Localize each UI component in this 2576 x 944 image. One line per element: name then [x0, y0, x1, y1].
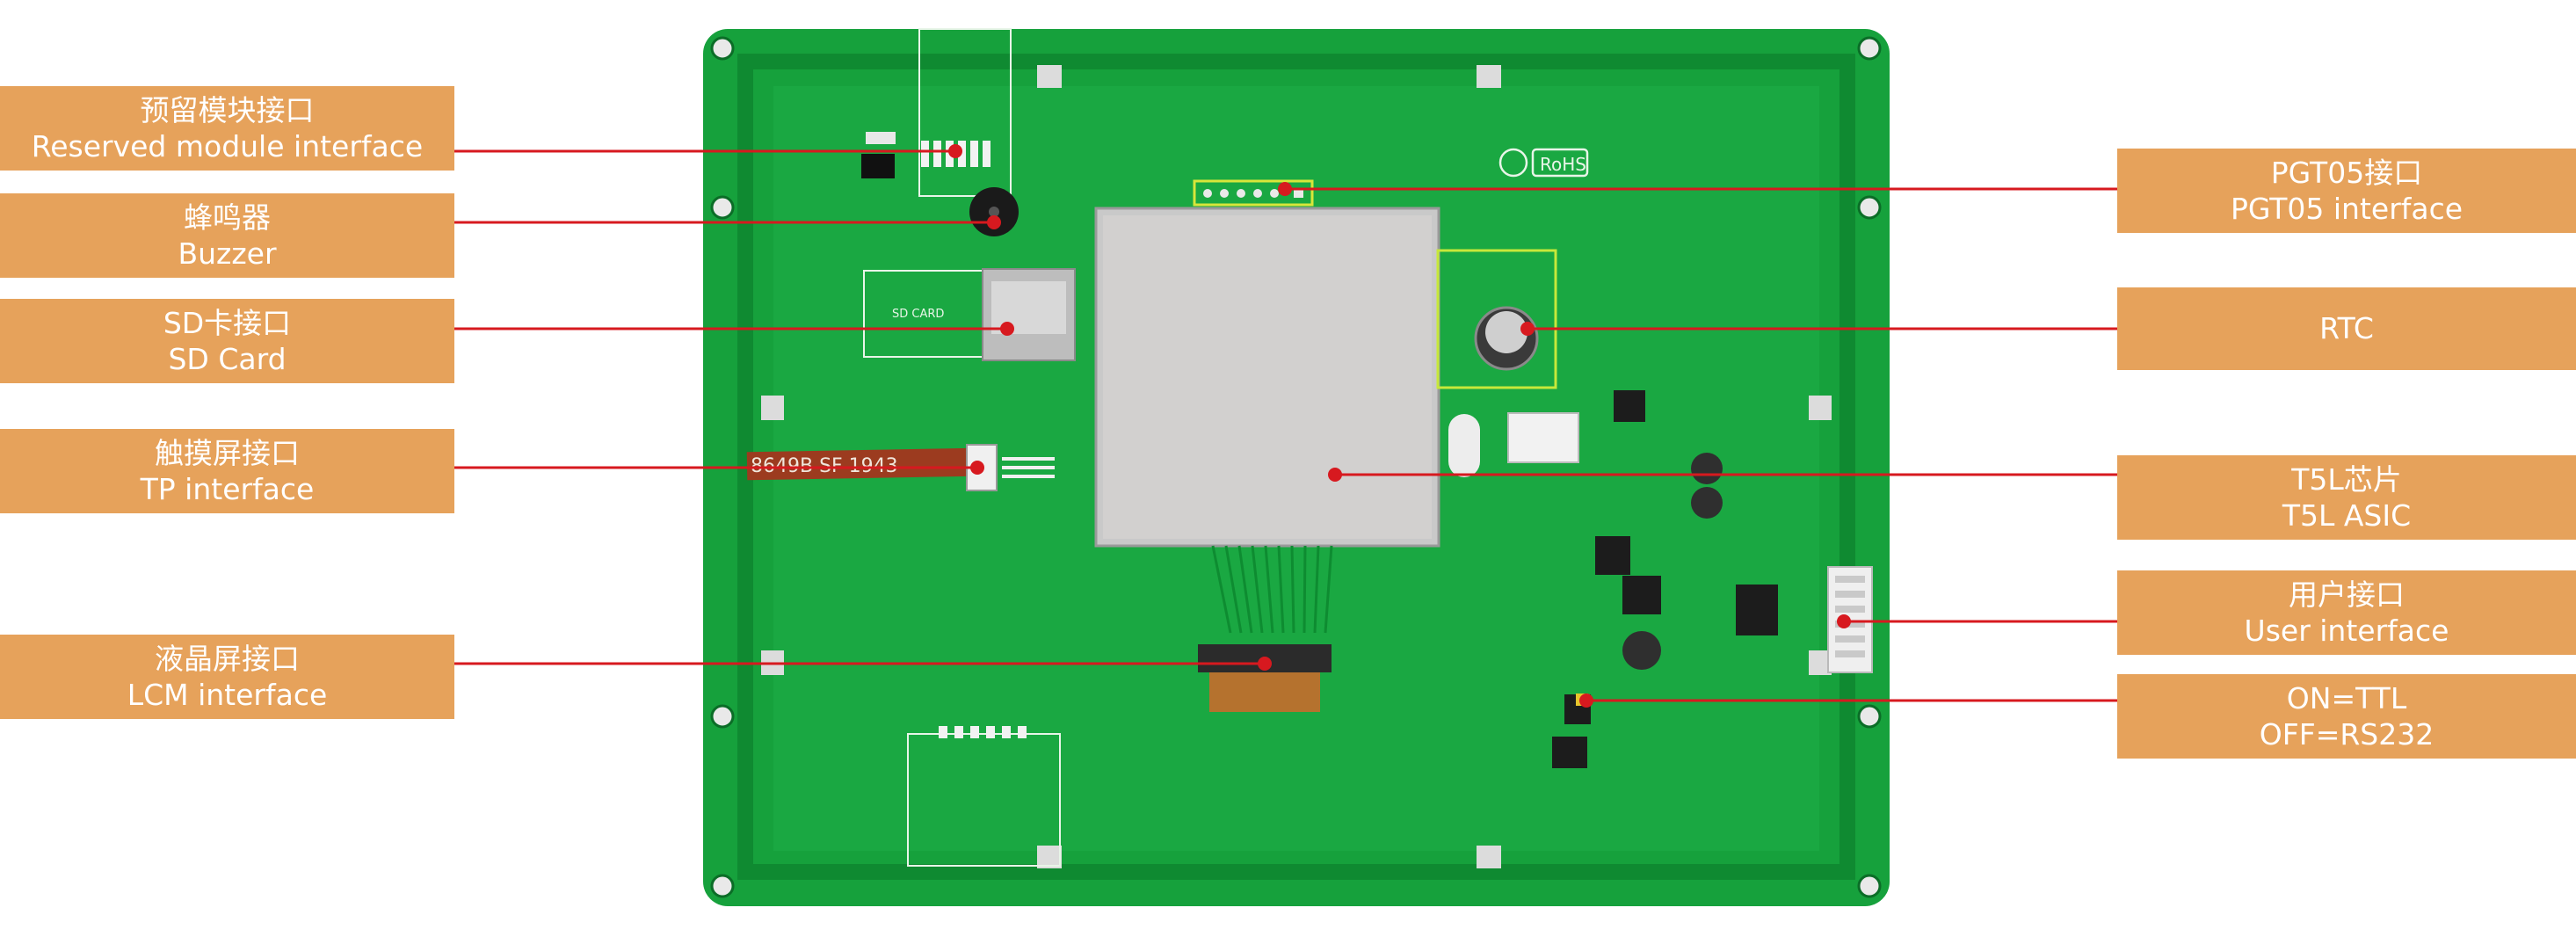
callout-cn: RTC — [2319, 311, 2374, 346]
reserved-header-outline — [907, 733, 1061, 867]
callout-t5l-asic: T5L芯片 T5L ASIC — [2117, 455, 2576, 540]
leader-dots — [948, 144, 1851, 708]
reserved-module-outline — [918, 28, 1012, 197]
callout-cn: SD卡接口 — [163, 305, 292, 340]
callout-rtc: RTC — [2117, 287, 2576, 370]
callout-en: User interface — [2244, 614, 2449, 648]
lcm-flex-cable — [1209, 672, 1320, 712]
lcm-traces — [1211, 545, 1333, 634]
tp-flex-cable — [746, 447, 975, 481]
callout-cn: ON=TTL — [2286, 680, 2407, 715]
callout-lcm-interface: 液晶屏接口 LCM interface — [0, 635, 454, 719]
callout-tp-interface: 触摸屏接口 TP interface — [0, 429, 454, 513]
callout-cn: 蜂鸣器 — [184, 200, 271, 235]
callout-cn: 预留模块接口 — [140, 92, 315, 127]
mounting-holes — [710, 36, 1882, 898]
callout-cn: 液晶屏接口 — [155, 641, 300, 676]
rtc-silk-box — [1436, 249, 1557, 389]
callout-en: TP interface — [140, 472, 315, 506]
callout-reserved-module: 预留模块接口 Reserved module interface — [0, 86, 454, 171]
callout-ttl-rs232: ON=TTL OFF=RS232 — [2117, 674, 2576, 759]
callout-en: PGT05 interface — [2230, 192, 2464, 226]
callout-en: Reserved module interface — [31, 129, 424, 163]
callout-sd-card: SD卡接口 SD Card — [0, 299, 454, 383]
leader-lines — [454, 149, 2117, 702]
pgt05-header — [1193, 179, 1314, 207]
callout-cn: T5L芯片 — [2291, 461, 2402, 497]
callout-en: T5L ASIC — [2282, 498, 2412, 533]
callout-buzzer: 蜂鸣器 Buzzer — [0, 193, 454, 278]
svg-text:SD CARD: SD CARD — [892, 308, 944, 321]
callout-cn: 用户接口 — [2289, 577, 2405, 612]
callout-cn: 触摸屏接口 — [155, 435, 300, 470]
callout-cn: PGT05接口 — [2270, 155, 2423, 190]
callout-en: SD Card — [168, 342, 287, 376]
callout-pgt05-interface: PGT05接口 PGT05 interface — [2117, 149, 2576, 233]
callout-en: OFF=RS232 — [2259, 717, 2435, 752]
svg-text:RoHS: RoHS — [1540, 154, 1586, 175]
callout-en: Buzzer — [178, 236, 277, 271]
power-components — [1552, 390, 1778, 768]
callout-en: LCM interface — [127, 678, 328, 712]
callout-user-interface: 用户接口 User interface — [2117, 570, 2576, 655]
